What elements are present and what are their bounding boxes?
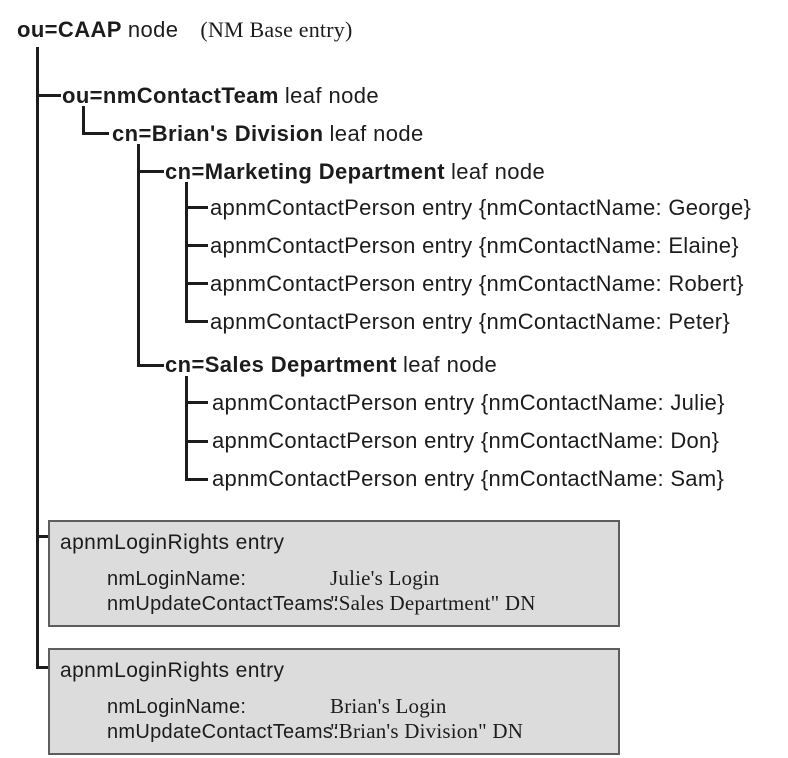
field-value-update-contact-teams: "Brian's Division" DN [330, 719, 524, 743]
login-rights-box-julie: apnmLoginRights entry nmLoginName: Julie… [48, 520, 620, 627]
login-rights-box-brian: apnmLoginRights entry nmLoginName: Brian… [48, 648, 620, 755]
contact-person-entry-peter: apnmContactPerson entry {nmContactName: … [210, 309, 731, 334]
branch-line-contact-team [36, 94, 61, 97]
branch-line-robert [185, 282, 208, 285]
main-trunk-line [36, 47, 39, 669]
field-label-login-name: nmLoginName: [107, 568, 247, 590]
branch-line-login-box-2 [36, 666, 48, 669]
contact-person-entry-don: apnmContactPerson entry {nmContactName: … [212, 428, 720, 453]
field-label-update-contact-teams: nmUpdateContactTeams: [107, 593, 339, 615]
login-rights-fields: nmLoginName: Brian's Login nmUpdateConta… [107, 694, 523, 744]
field-label-update-contact-teams: nmUpdateContactTeams: [107, 721, 339, 743]
field-row-login-name: nmLoginName: Julie's Login [107, 566, 536, 591]
field-value-login-name: Julie's Login [330, 566, 440, 590]
branch-line-login-box-1 [36, 535, 48, 538]
field-row-login-name: nmLoginName: Brian's Login [107, 694, 523, 719]
field-label-login-name: nmLoginName: [107, 696, 247, 718]
root-node-dn: ou=CAAP [17, 17, 122, 42]
branch-line-sales [137, 364, 164, 367]
nm-base-entry-annotation: (NM Base entry) [200, 17, 353, 42]
branch-line-george [185, 206, 208, 209]
branch-line-don [185, 440, 208, 443]
trunk-line-sales [185, 376, 188, 481]
contact-person-entry-sam: apnmContactPerson entry {nmContactName: … [212, 466, 725, 491]
contact-person-entry-george: apnmContactPerson entry {nmContactName: … [210, 195, 752, 220]
login-rights-title: apnmLoginRights entry [60, 531, 285, 554]
branch-line-sam [185, 478, 208, 481]
trunk-line-brians-division [137, 144, 140, 367]
field-value-update-contact-teams: "Sales Department" DN [330, 591, 536, 615]
field-value-login-name: Brian's Login [330, 694, 447, 718]
field-row-update-contact-teams: nmUpdateContactTeams: "Brian's Division"… [107, 719, 523, 744]
branch-line-marketing [137, 170, 164, 173]
branch-line-elaine [185, 244, 208, 247]
field-row-update-contact-teams: nmUpdateContactTeams: "Sales Department"… [107, 591, 536, 616]
login-rights-title: apnmLoginRights entry [60, 659, 285, 682]
login-rights-fields: nmLoginName: Julie's Login nmUpdateConta… [107, 566, 536, 616]
trunk-line-marketing [185, 182, 188, 323]
contact-person-entry-robert: apnmContactPerson entry {nmContactName: … [210, 271, 744, 296]
contact-person-entry-julie: apnmContactPerson entry {nmContactName: … [212, 390, 725, 415]
branch-line-brians-division [82, 132, 109, 135]
branch-line-julie [185, 401, 208, 404]
trunk-line-contact-team [82, 106, 85, 135]
branch-line-peter [185, 320, 208, 323]
contact-person-entry-elaine: apnmContactPerson entry {nmContactName: … [210, 233, 739, 258]
